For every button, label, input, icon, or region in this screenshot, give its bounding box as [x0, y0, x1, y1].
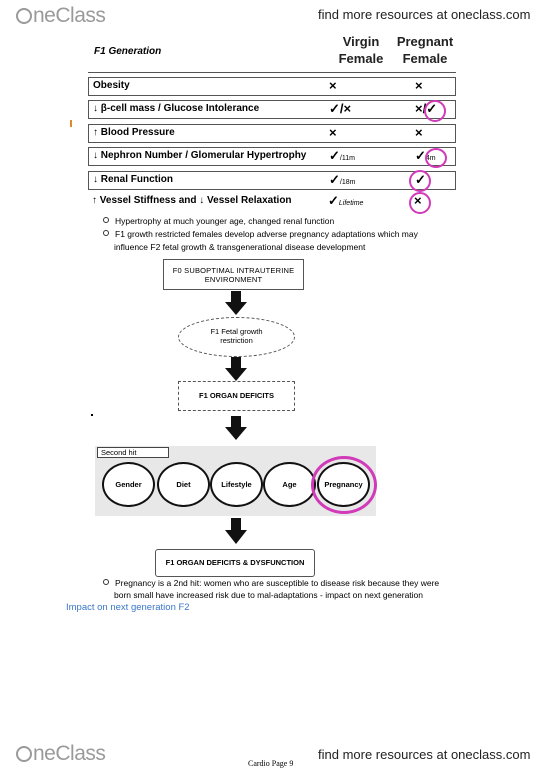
table-row: ↑ Vessel Stiffness and ↓ Vessel Relaxati… [88, 193, 456, 212]
flow-box-organ-deficits: F1 ORGAN DEFICITS [178, 381, 295, 411]
bullet-item: Pregnancy is a 2nd hit: women who are su… [103, 577, 439, 590]
hit-age: Age [263, 462, 316, 507]
bullet-icon [103, 217, 109, 223]
down-arrow-icon [225, 416, 247, 440]
hit-gender: Gender [102, 462, 155, 507]
annotation-circle [409, 170, 431, 192]
annotation-circle [409, 192, 431, 214]
down-arrow-icon [225, 357, 247, 381]
table-row: Obesity × × [88, 77, 456, 96]
oneclass-logo-footer: neClass [16, 742, 106, 766]
bullet-continuation: born small have increased risk due to ma… [114, 590, 424, 600]
find-more-link-footer[interactable]: find more resources at oneclass.com [318, 747, 531, 762]
margin-mark [70, 120, 72, 127]
bullet-item: F1 growth restricted females develop adv… [103, 228, 418, 241]
logo-o-icon [16, 8, 32, 24]
table-row: ↑ Blood Pressure × × [88, 124, 456, 143]
annotation-circle [425, 148, 447, 168]
bullet-icon [103, 579, 109, 585]
page-label: Cardio Page 9 [248, 759, 294, 768]
impact-heading: Impact on next generation F2 [66, 602, 190, 613]
hit-lifestyle: Lifestyle [210, 462, 263, 507]
bullet-continuation: influence F2 fetal growth & transgenerat… [114, 242, 366, 252]
pregnancy-highlight-circle [311, 456, 377, 514]
oneclass-logo: neClass [16, 4, 106, 28]
hit-diet: Diet [157, 462, 210, 507]
bullet-icon [103, 230, 109, 236]
find-more-link[interactable]: find more resources at oneclass.com [318, 7, 531, 22]
annotation-circle [424, 100, 446, 122]
table-row: ↓ Nephron Number / Glomerular Hypertroph… [88, 147, 456, 166]
bullet-item: Hypertrophy at much younger age, changed… [103, 215, 334, 228]
table-row: ↓ Renal Function ✓/18m ✓ [88, 171, 456, 190]
hit-pregnancy: Pregnancy [317, 462, 370, 507]
logo-o-icon [16, 746, 32, 762]
stray-dot [91, 414, 93, 416]
down-arrow-icon [225, 291, 247, 315]
down-arrow-icon [225, 518, 247, 544]
flow-box-organ-dysfunction: F1 ORGAN DEFICITS & DYSFUNCTION [155, 549, 315, 577]
table-title: F1 Generation [94, 46, 162, 57]
second-hit-label: Second hit [97, 447, 169, 458]
table-row: ↓ β-cell mass / Glucose Intolerance ✓/× … [88, 100, 456, 119]
table-divider [88, 72, 456, 73]
